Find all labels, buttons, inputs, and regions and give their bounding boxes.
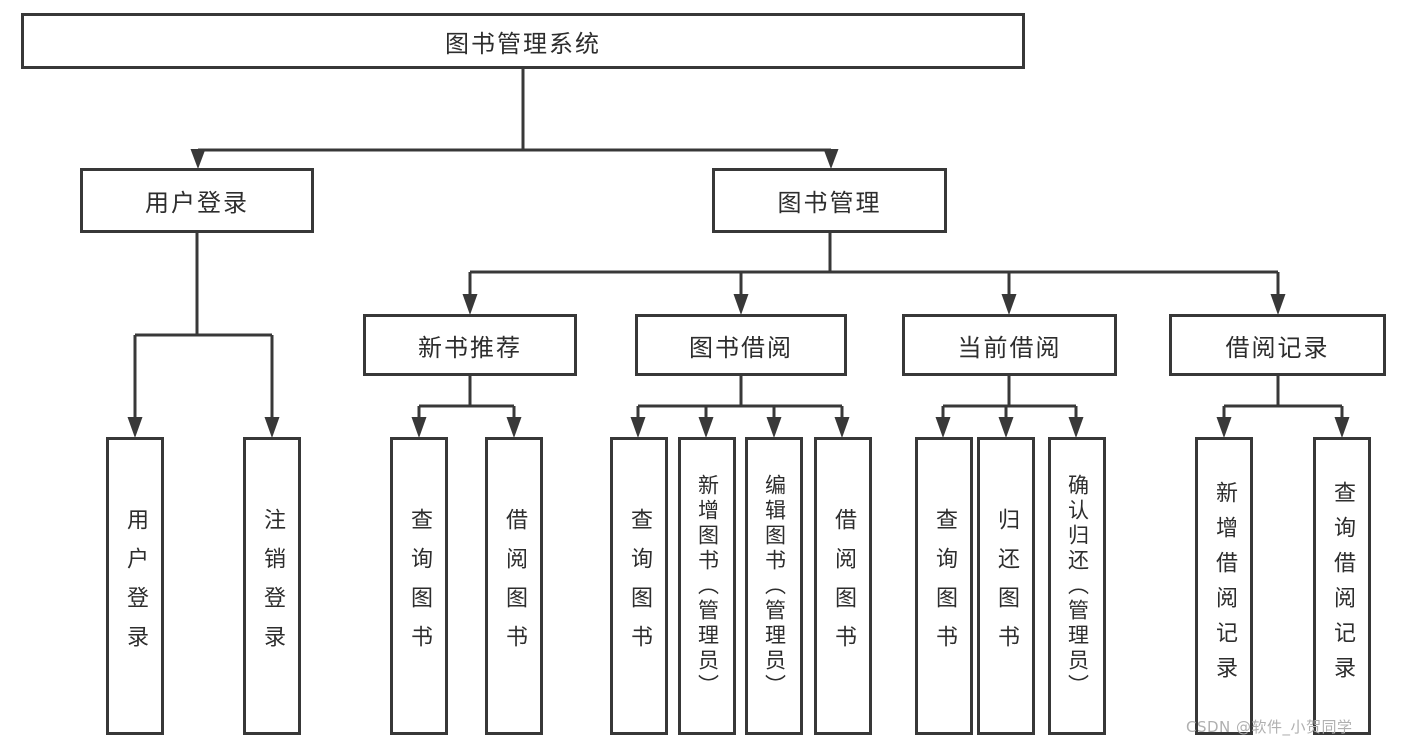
leaf-return-books: 归还图书 (977, 437, 1035, 735)
node-label: 图书管理系统 (445, 29, 601, 58)
leaf-label: 新增图书（管理员） (695, 473, 720, 699)
leaf-edit-books-admin: 编辑图书（管理员） (745, 437, 803, 735)
leaf-logout: 注销登录 (243, 437, 301, 735)
node-label: 图书借阅 (689, 333, 793, 362)
leaf-user-login: 用户登录 (106, 437, 164, 735)
leaf-label: 查询借阅记录 (1330, 481, 1355, 691)
node-label: 借阅记录 (1225, 333, 1330, 362)
leaf-borrow-books: 借阅图书 (814, 437, 872, 735)
leaf-label: 归还图书 (994, 508, 1019, 664)
leaf-add-borrow-record: 新增借阅记录 (1195, 437, 1253, 735)
leaf-query-books: 查询图书 (390, 437, 448, 735)
csdn-watermark: CSDN @软件_小贺同学 (1186, 718, 1353, 736)
leaf-label: 查询图书 (627, 508, 652, 664)
leaf-label: 用户登录 (123, 508, 148, 664)
leaf-confirm-return-admin: 确认归还（管理员） (1048, 437, 1106, 735)
arrowheads (127, 149, 1350, 438)
leaf-borrow-books: 借阅图书 (485, 437, 543, 735)
leaf-query-books: 查询图书 (610, 437, 668, 735)
leaf-query-borrow-record: 查询借阅记录 (1313, 437, 1371, 735)
node-book-management: 图书管理 (712, 168, 947, 233)
node-label: 用户登录 (145, 189, 249, 217)
leaf-label: 编辑图书（管理员） (762, 473, 787, 699)
leaf-label: 注销登录 (260, 508, 285, 664)
leaf-label: 新增借阅记录 (1212, 481, 1237, 691)
leaf-label: 确认归还（管理员） (1065, 473, 1090, 699)
node-user-login: 用户登录 (80, 168, 314, 233)
leaf-add-books-admin: 新增图书（管理员） (678, 437, 736, 735)
leaf-label: 借阅图书 (831, 508, 856, 664)
leaf-label: 查询图书 (932, 508, 957, 664)
node-borrowing-records: 借阅记录 (1169, 314, 1386, 376)
node-book-borrowing: 图书借阅 (635, 314, 847, 376)
node-new-book-recommend: 新书推荐 (363, 314, 577, 376)
leaf-label: 借阅图书 (502, 508, 527, 664)
leaf-label: 查询图书 (407, 508, 432, 664)
node-label: 当前借阅 (957, 333, 1062, 362)
node-root-system: 图书管理系统 (21, 13, 1025, 69)
node-label: 新书推荐 (418, 333, 522, 362)
node-label: 图书管理 (777, 189, 882, 217)
leaf-query-books: 查询图书 (915, 437, 973, 735)
node-current-borrowing: 当前借阅 (902, 314, 1117, 376)
